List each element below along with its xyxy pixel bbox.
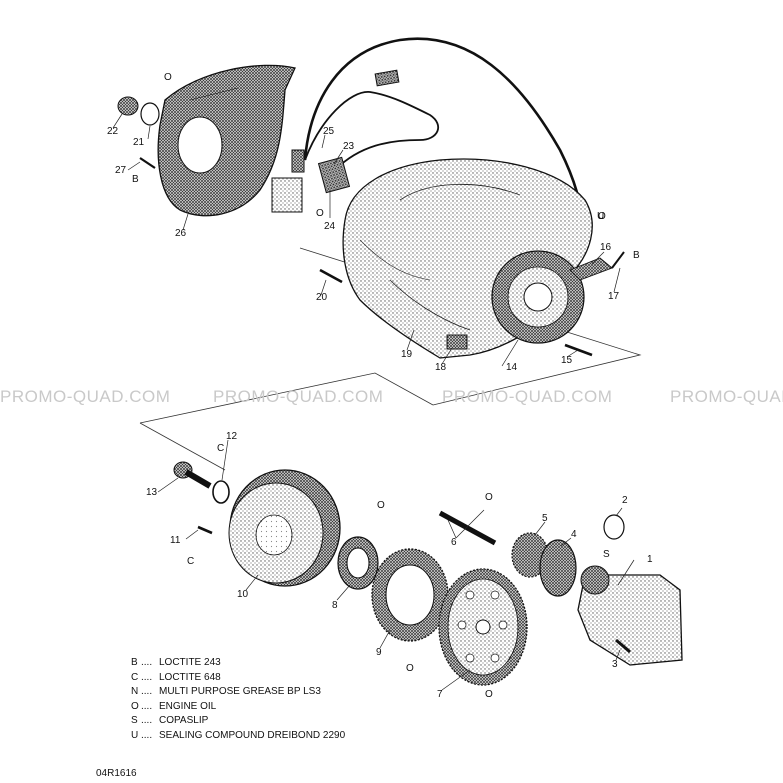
part-15-screw bbox=[564, 343, 593, 357]
drawing-reference: 04R1616 bbox=[96, 768, 137, 779]
callout-11: 11 bbox=[170, 535, 181, 546]
part-12-washer bbox=[212, 480, 230, 504]
watermark: PROMO-QUAD.COM bbox=[0, 387, 171, 406]
part-13-bolt bbox=[173, 461, 212, 489]
callout-25: 25 bbox=[323, 126, 335, 137]
callout-22: 22 bbox=[107, 126, 119, 137]
part-11-screw bbox=[197, 525, 213, 535]
symbol-s-copaslip: S bbox=[603, 549, 610, 560]
callout-23: 23 bbox=[343, 141, 355, 152]
legend: B....LOCTITE 243 C....LOCTITE 648 N....M… bbox=[131, 656, 345, 743]
assembly-boundary-bottom bbox=[139, 372, 434, 424]
part-27-screw bbox=[139, 157, 156, 169]
legend-row: B....LOCTITE 243 bbox=[131, 657, 221, 668]
symbol-o-oil: O bbox=[164, 72, 172, 83]
legend-row: N....MULTI PURPOSE GREASE BP LS3 bbox=[131, 686, 321, 697]
watermark: PROMO-QUAD.COM bbox=[442, 387, 613, 406]
part-9-gear bbox=[371, 548, 449, 642]
leader-lines bbox=[112, 113, 635, 691]
part-26-cover bbox=[157, 64, 296, 217]
callout-26: 26 bbox=[175, 228, 187, 239]
symbol-o-oil: O bbox=[485, 689, 493, 700]
callout-10: 10 bbox=[237, 589, 249, 600]
callout-20: 20 bbox=[316, 292, 328, 303]
watermark: PROMO-QUAD.COM bbox=[670, 387, 783, 406]
callout-12: 12 bbox=[226, 431, 238, 442]
symbol-b-loctite: B bbox=[132, 174, 139, 185]
part-17-screw bbox=[611, 251, 625, 269]
callout-3: 3 bbox=[612, 659, 618, 670]
part-3-screw bbox=[615, 638, 631, 654]
callout-5: 5 bbox=[542, 513, 548, 524]
part-4-gear bbox=[539, 539, 577, 597]
callout-14: 14 bbox=[506, 362, 518, 373]
legend-row: U....SEALING COMPOUND DREIBOND 2290 bbox=[131, 729, 346, 741]
symbol-o-oil: O bbox=[406, 663, 414, 674]
symbol-b-loctite: B bbox=[633, 250, 640, 261]
part-10-flywheel bbox=[228, 469, 341, 587]
watermark: PROMO-QUAD.COM bbox=[213, 387, 384, 406]
assembly-boundary-left bbox=[139, 422, 226, 471]
legend-row: O....ENGINE OIL bbox=[131, 700, 217, 712]
part-21-o-ring bbox=[140, 102, 160, 126]
callout-24: 24 bbox=[324, 221, 336, 232]
part-7-ring-gear bbox=[438, 568, 528, 686]
symbol-o-oil: O bbox=[485, 492, 493, 503]
callout-1: 1 bbox=[647, 554, 653, 565]
legend-row: S....COPASLIP bbox=[131, 715, 209, 726]
part-20-screw bbox=[319, 268, 343, 284]
callout-7: 7 bbox=[437, 689, 443, 700]
callout-27: 27 bbox=[115, 165, 127, 176]
part-14-stator bbox=[491, 250, 585, 344]
part-2-o-ring bbox=[603, 514, 625, 540]
callout-4: 4 bbox=[571, 529, 577, 540]
callout-2: 2 bbox=[622, 495, 628, 506]
callout-15: 15 bbox=[561, 355, 573, 366]
callout-13: 13 bbox=[146, 487, 158, 498]
callout-8: 8 bbox=[332, 600, 338, 611]
part-6-shaft bbox=[438, 510, 497, 546]
symbol-u-sealing: U bbox=[597, 211, 605, 222]
symbol-c-loctite: C bbox=[217, 443, 225, 454]
callout-6: 6 bbox=[451, 537, 457, 548]
part-8-bearing bbox=[337, 536, 379, 590]
callout-19: 19 bbox=[401, 349, 413, 360]
symbol-o-oil: O bbox=[377, 500, 385, 511]
symbol-o-oil: O bbox=[316, 208, 324, 219]
part-1-starter-motor bbox=[577, 565, 683, 666]
callout-18: 18 bbox=[435, 362, 447, 373]
symbol-o-oil: O bbox=[598, 211, 606, 222]
legend-row: C....LOCTITE 648 bbox=[131, 671, 221, 683]
symbol-c-loctite: C bbox=[187, 556, 195, 567]
harness-plug bbox=[271, 149, 305, 213]
part-23-sensor-connector bbox=[317, 156, 351, 194]
callout-17: 17 bbox=[608, 291, 620, 302]
part-18-clamp bbox=[446, 334, 468, 350]
callout-9: 9 bbox=[376, 647, 382, 658]
callout-21: 21 bbox=[133, 137, 145, 148]
callout-16: 16 bbox=[600, 242, 612, 253]
part-22-plug bbox=[117, 96, 139, 116]
